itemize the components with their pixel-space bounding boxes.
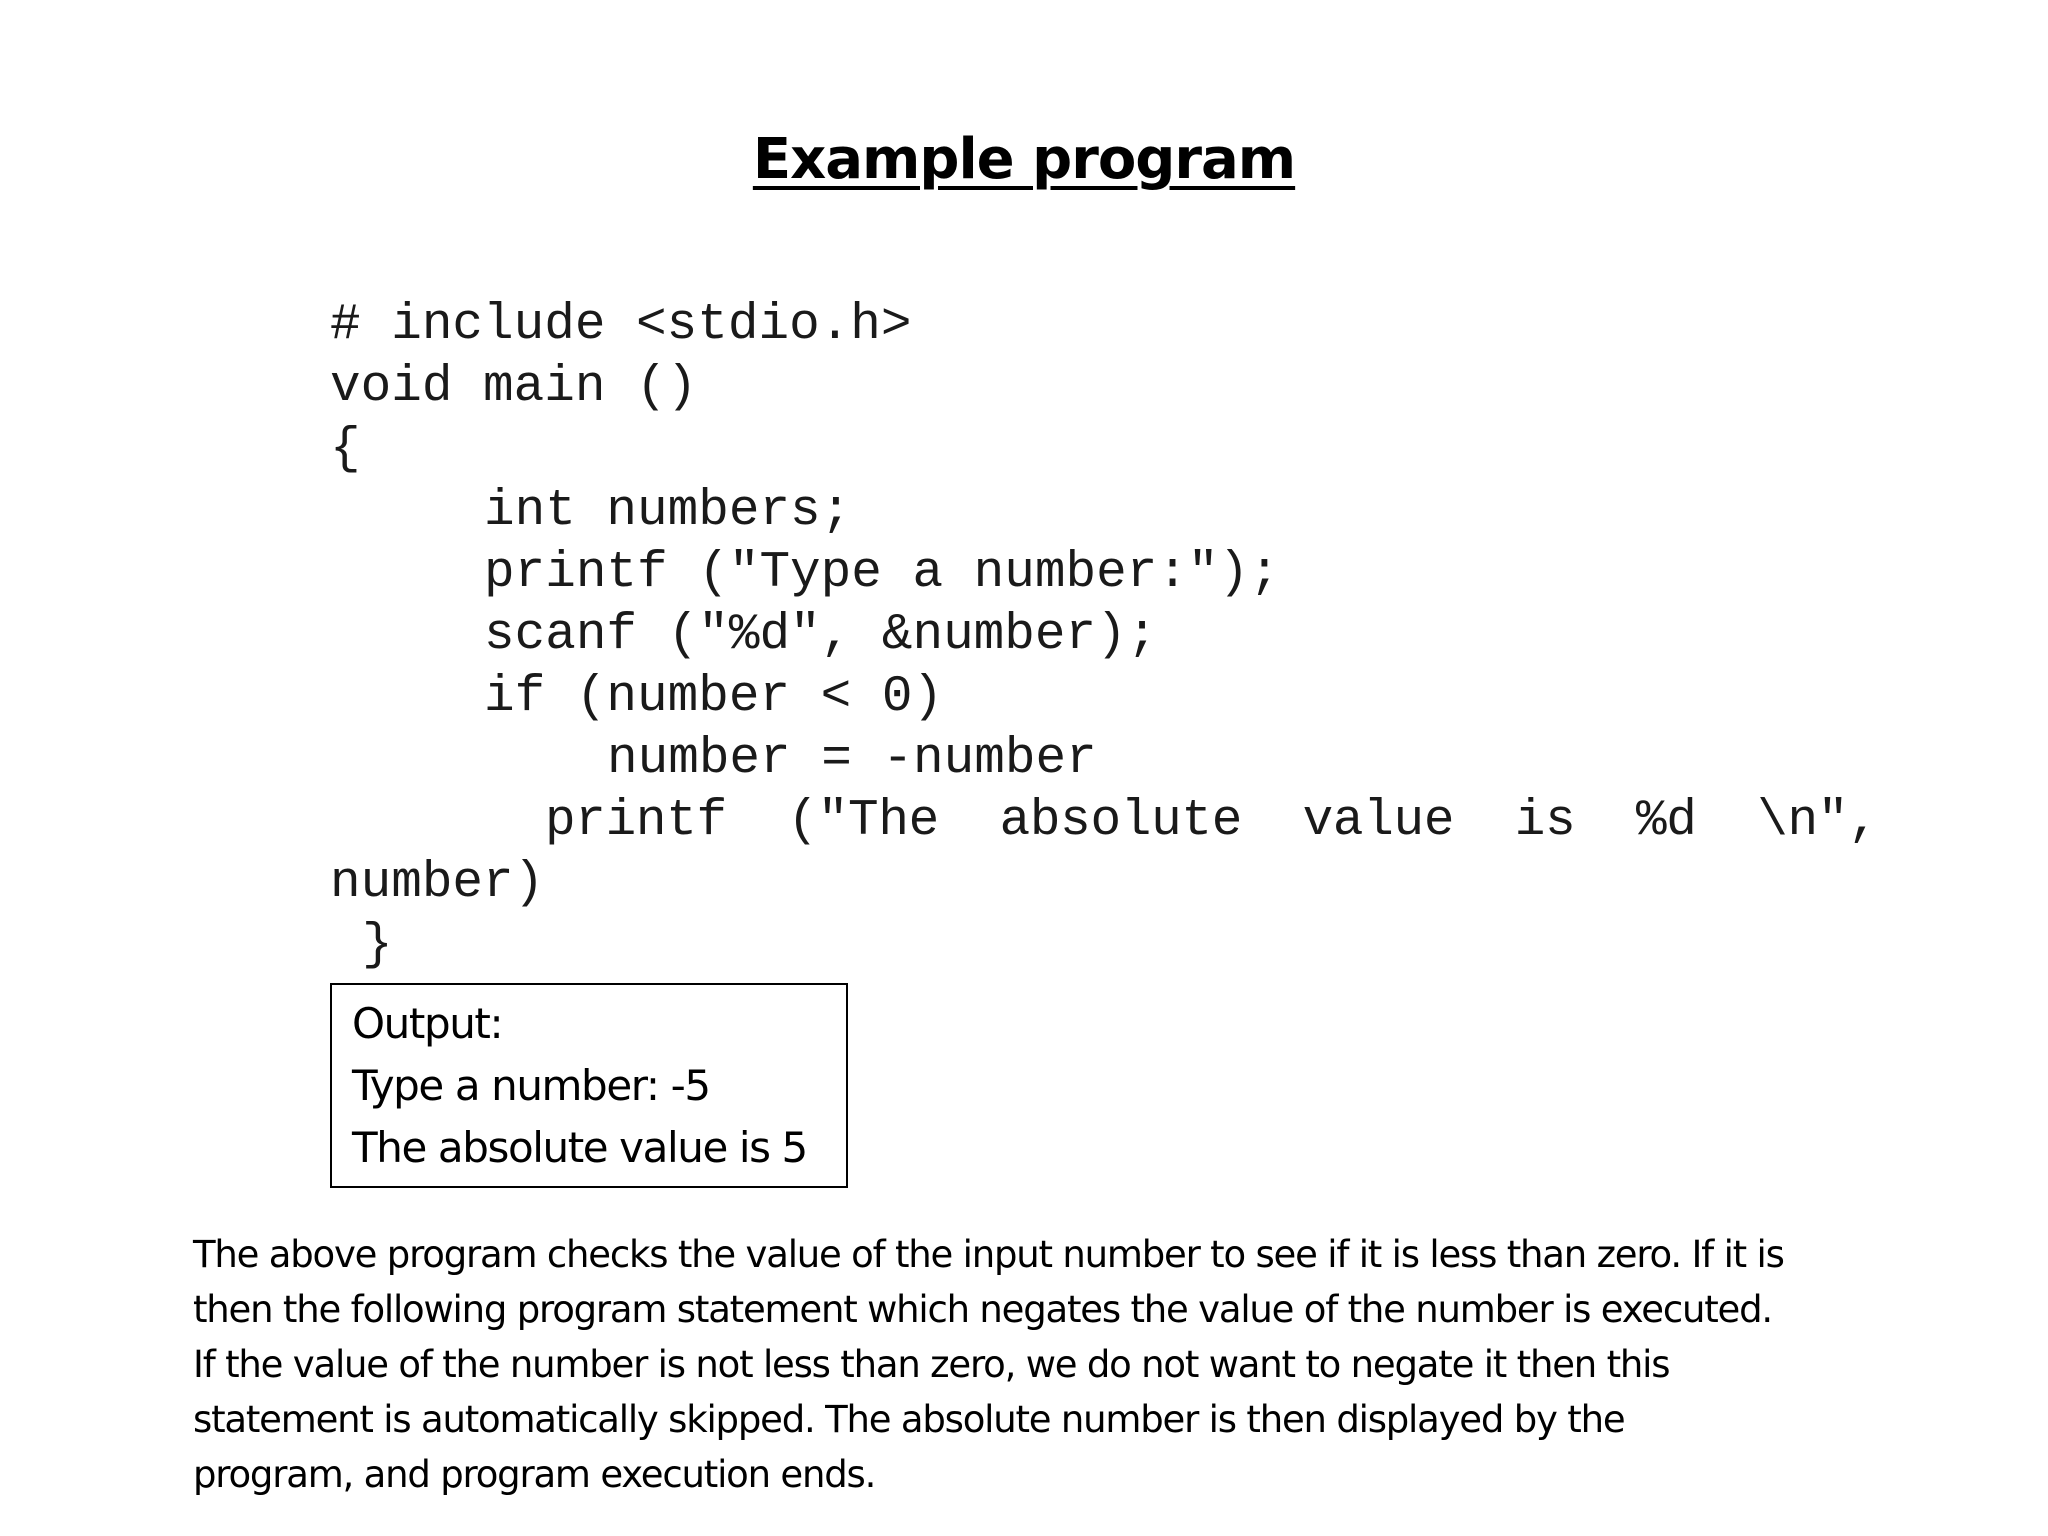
code-line: number = -number	[607, 731, 1097, 788]
code-line: if (number < 0)	[484, 669, 944, 726]
code-line: number)	[330, 855, 545, 912]
code-line: printf ("Type a number:");	[484, 545, 1280, 602]
output-label: Output:	[352, 999, 504, 1048]
output-line: Type a number: -5	[352, 1061, 711, 1110]
output-line: The absolute value is 5	[352, 1123, 808, 1172]
description-paragraph: The above program checks the value of th…	[193, 1227, 1993, 1502]
code-line: {	[330, 421, 361, 478]
output-box: Output: Type a number: -5 The absolute v…	[330, 983, 848, 1188]
paragraph-line: statement is automatically skipped. The …	[193, 1398, 1626, 1441]
paragraph-line: then the following program statement whi…	[193, 1288, 1773, 1331]
paragraph-line: If the value of the number is not less t…	[193, 1343, 1670, 1386]
code-line: }	[362, 917, 393, 974]
code-line: scanf ("%d", &number);	[484, 607, 1158, 664]
paragraph-line: The above program checks the value of th…	[193, 1233, 1785, 1276]
code-line: # include <stdio.h>	[330, 297, 912, 354]
code-line: void main ()	[330, 359, 698, 416]
paragraph-line: program, and program execution ends.	[193, 1453, 876, 1496]
code-line: int numbers;	[484, 483, 852, 540]
page-title: Example program	[752, 127, 1296, 192]
code-line: printf ("The absolute value is %d \n",	[545, 793, 1879, 850]
